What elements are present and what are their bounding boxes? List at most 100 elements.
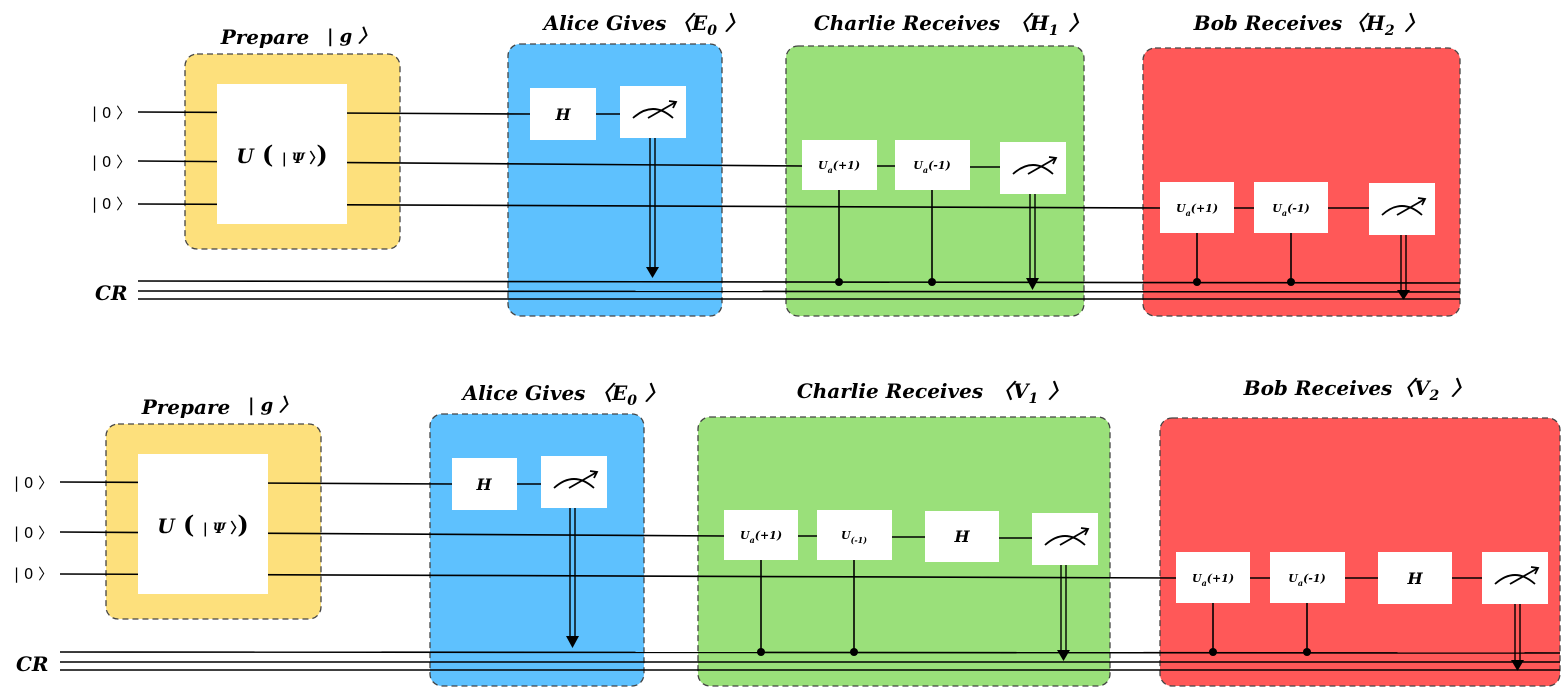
charlie-control-lines (838, 190, 933, 282)
qubit-label-1: | 0 〉 (92, 104, 131, 122)
alice-measurement-gate (541, 456, 607, 508)
bob-hadamard-gate (1378, 552, 1452, 604)
alice-stage-box (429, 413, 645, 687)
prepare-ket: |g〉 (248, 395, 297, 416)
bob-title: Bob Receives (1243, 376, 1393, 400)
prepare-unitary-gate (217, 84, 347, 224)
prepare-unitary-gate (138, 454, 268, 594)
bob-ua-minus-gate (1270, 552, 1345, 603)
alice-arrow (566, 636, 579, 648)
charlie-title: Charlie Receives (814, 11, 1000, 35)
prepare-unitary-label: U ( | Ψ 〉) (157, 510, 249, 539)
bob-title-text: Bob Receives (1193, 11, 1343, 35)
prepare-title: Prepare (220, 25, 310, 49)
bob-measurement-gate (1369, 183, 1435, 235)
bob-ua-plus-gate (1160, 182, 1234, 233)
qubit-label-3: | 0 〉 (14, 565, 53, 583)
bob-title: Bob Receives (1193, 11, 1343, 35)
charlie-ua-minus-gate (895, 140, 970, 190)
charlie-control-dot-1 (757, 648, 765, 656)
classical-register (137, 280, 1461, 300)
bob-bra: 〈H2〉 (1346, 11, 1425, 39)
alice-classical-wire (569, 508, 576, 637)
qubit-label-2: | 0 〉 (14, 524, 53, 542)
alice-hadamard-label: H (475, 475, 492, 494)
meter-icon (1044, 527, 1090, 546)
register-label: CR (95, 281, 128, 305)
alice-title: Alice Gives (542, 11, 667, 35)
charlie-title-text: Charlie Receives (814, 11, 1000, 35)
alice-arrow (646, 267, 659, 278)
prepare-unitary-label: U ( | Ψ 〉) (236, 140, 328, 169)
bob-ua-minus-gate (1254, 182, 1328, 233)
circuit-1: Prepare |g〉 Alice Gives 〈E0〉 Charlie Rec… (92, 11, 1461, 317)
charlie-ua-plus-gate (802, 140, 877, 190)
alice-stage-box (507, 43, 723, 317)
charlie-measurement-gate (1032, 513, 1098, 565)
charlie-ua-minus-label: U(-1) (841, 529, 867, 545)
circuit-2: Prepare |g〉 Alice Gives 〈E0〉 Charlie Rec… (14, 376, 1561, 687)
prepare-ket-symbol: g (340, 26, 353, 47)
charlie-hadamard-gate (925, 511, 999, 562)
bob-stage-box (1159, 417, 1561, 687)
bob-classical-wire (1514, 604, 1521, 661)
charlie-bra: 〈H1〉 (1010, 11, 1089, 39)
charlie-bra-subscript: 1 (1049, 23, 1059, 39)
charlie-control-lines (760, 560, 855, 652)
bob-bra-subscript: 2 (1384, 23, 1395, 39)
charlie-ua-plus-label: Ua(+1) (818, 159, 860, 175)
meter-icon (632, 100, 678, 119)
alice-bra-symbol: E (691, 11, 708, 35)
charlie-ua-minus-gate (817, 510, 892, 560)
charlie-bra-symbol: H (1029, 11, 1050, 35)
bob-arrow (1397, 290, 1410, 300)
charlie-arrow (1057, 650, 1070, 661)
alice-bra: 〈E0〉 (672, 11, 745, 39)
charlie-control-dot-2 (928, 278, 936, 286)
bob-control-dot-1 (1209, 648, 1217, 656)
alice-measurement-gate (620, 86, 686, 138)
bob-measurement-gate (1482, 552, 1548, 604)
bob-bra-symbol: H (1365, 11, 1386, 35)
bob-control-dot-2 (1287, 278, 1295, 286)
alice-bra: 〈E0〉 (592, 381, 665, 409)
bob-control-dot-1 (1193, 278, 1201, 286)
charlie-title: Charlie Receives (797, 379, 983, 403)
bob-control-lines (1196, 233, 1292, 282)
alice-classical-wire (649, 138, 656, 268)
qubit-label-3: | 0 〉 (92, 195, 131, 213)
bob-hadamard-label: H (1406, 569, 1423, 588)
charlie-control-dot-1 (835, 278, 843, 286)
charlie-classical-wire (1060, 565, 1067, 650)
prepare-title-text: Prepare (220, 25, 310, 49)
charlie-stage-box (697, 416, 1111, 687)
meter-icon (553, 470, 599, 489)
bob-ua-minus-label: Ua(-1) (1288, 572, 1325, 588)
bob-classical-wire (1400, 235, 1407, 290)
charlie-ua-plus-label: Ua(+1) (740, 529, 782, 545)
meter-icon (1012, 156, 1058, 175)
alice-bra-subscript: 0 (707, 23, 717, 39)
alice-hadamard-label: H (554, 105, 571, 124)
bob-control-lines (1212, 603, 1308, 652)
charlie-measurement-gate (1000, 142, 1066, 194)
alice-title-text: Alice Gives (542, 11, 667, 35)
charlie-ua-plus-gate (724, 510, 798, 560)
bob-bra: 〈V2〉 (1394, 376, 1471, 404)
qubit-label-1: | 0 〉 (14, 474, 53, 492)
qubit-label-2: | 0 〉 (92, 153, 131, 171)
bob-ua-plus-gate (1176, 552, 1250, 603)
meter-icon (1494, 566, 1540, 585)
bob-control-dot-2 (1303, 648, 1311, 656)
bob-ua-minus-label: Ua(-1) (1272, 202, 1309, 218)
charlie-hadamard-label: H (953, 527, 970, 546)
bob-ua-plus-label: Ua(+1) (1176, 202, 1218, 218)
bob-ua-plus-label: Ua(+1) (1192, 572, 1234, 588)
charlie-classical-wire (1029, 194, 1036, 279)
alice-title: Alice Gives (461, 381, 586, 405)
alice-hadamard-gate (530, 88, 596, 140)
charlie-arrow (1026, 278, 1039, 290)
register-label: CR (16, 652, 49, 676)
bob-arrow (1511, 660, 1524, 671)
